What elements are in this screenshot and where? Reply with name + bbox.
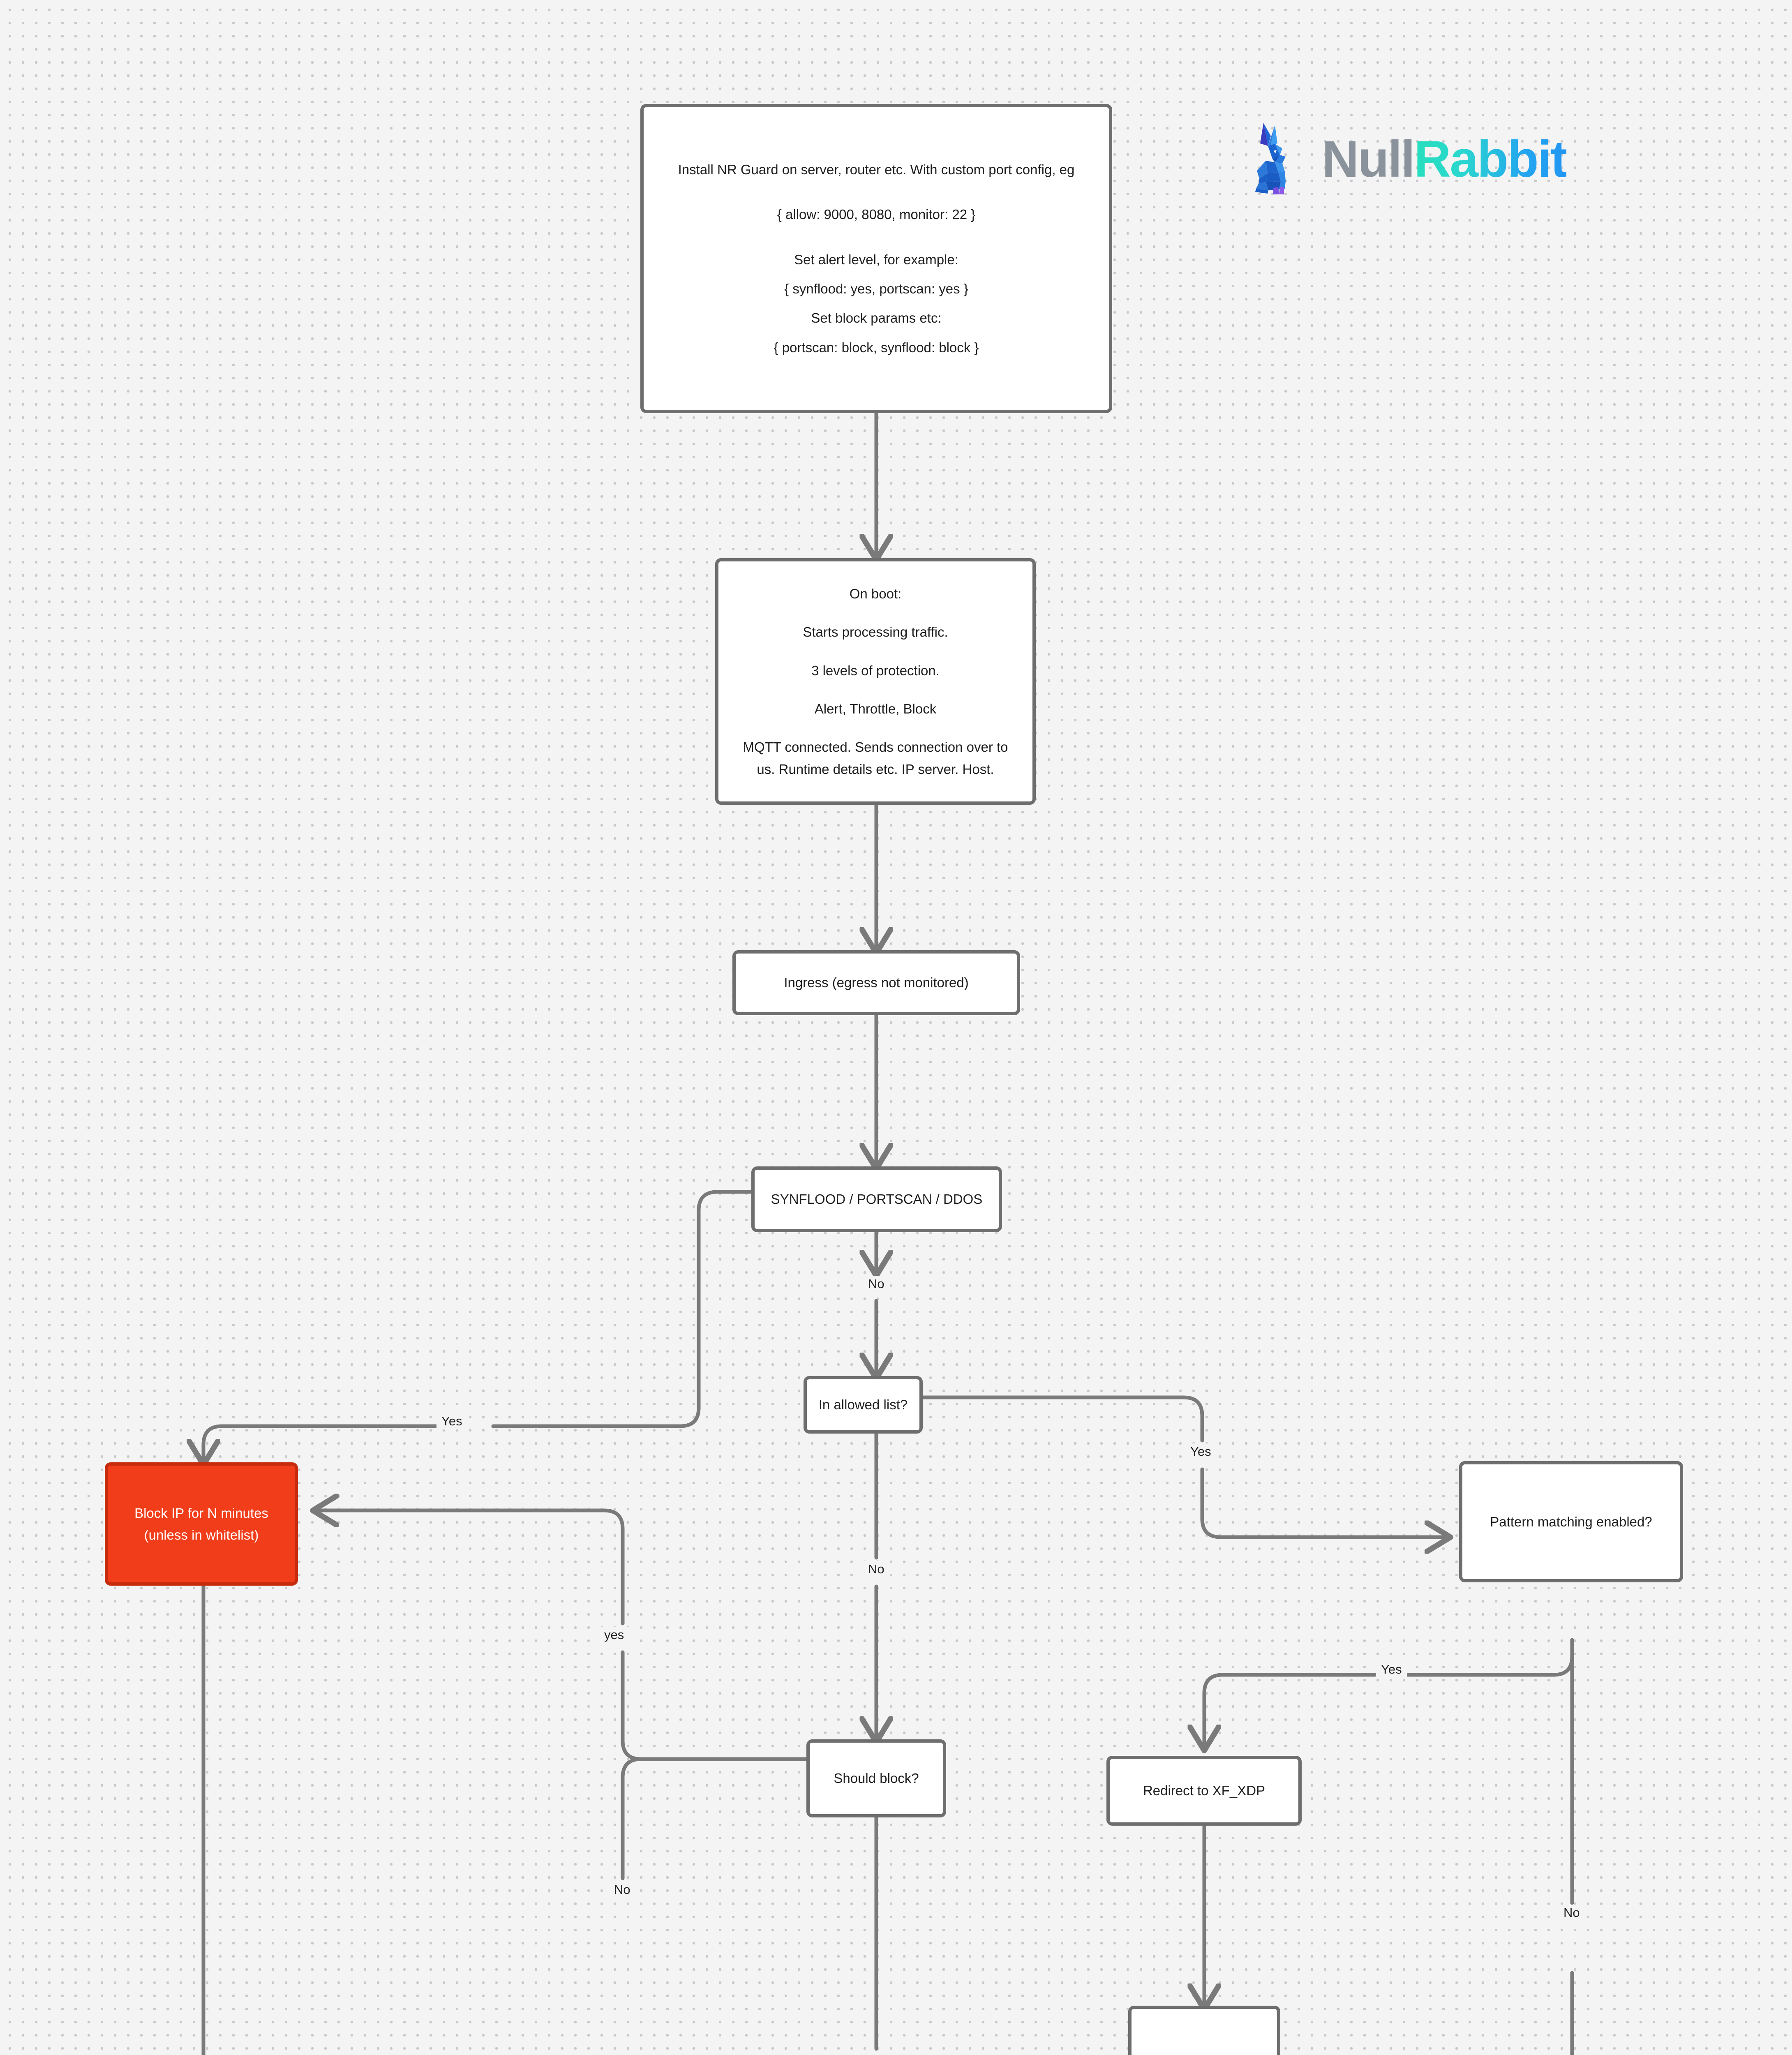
- edge-sb-blockip-a: [621, 1650, 810, 1761]
- node-pattern-matching[interactable]: Pattern matching enabled?: [1459, 1461, 1683, 1582]
- node-in-allowed-list[interactable]: In allowed list?: [804, 1376, 923, 1434]
- edge-sb-notify-ghost: [557, 1907, 641, 2055]
- edge-detect-yes-seg1: [491, 1190, 752, 1428]
- spacer: [654, 329, 1099, 337]
- node-install[interactable]: Install NR Guard on server, router etc. …: [640, 104, 1112, 413]
- node-on-boot-line-2: 3 levels of protection.: [811, 663, 940, 678]
- edge-label-detect-yes: Yes: [436, 1413, 467, 1429]
- node-ingress-label: Ingress (egress not monitored): [784, 975, 969, 991]
- node-on-boot-line-0: On boot:: [849, 586, 902, 601]
- node-should-block-label: Should block?: [834, 1771, 919, 1786]
- node-ingress[interactable]: Ingress (egress not monitored): [732, 950, 1020, 1015]
- node-install-line-0: Install NR Guard on server, router etc. …: [678, 162, 1075, 177]
- node-on-boot[interactable]: On boot: Starts processing traffic. 3 le…: [715, 558, 1036, 805]
- edge-sb-notify-a: [621, 1757, 810, 1880]
- node-should-block[interactable]: Should block?: [806, 1739, 946, 1817]
- node-install-line-1: { allow: 9000, 8080, monitor: 22 }: [777, 207, 976, 222]
- edge-pattern-redirect-a: [1402, 1638, 1574, 1677]
- node-on-boot-line-4: MQTT connected. Sends connection over to…: [743, 739, 1008, 777]
- spacer: [654, 300, 1099, 307]
- brand-name-part1: Null: [1322, 131, 1415, 188]
- edge-detect-blockip: [203, 1424, 466, 1461]
- edge-sb-blockip: [316, 1510, 625, 1626]
- node-pass[interactable]: Pass?: [1128, 2006, 1280, 2055]
- node-on-boot-line-3: Alert, Throttle, Block: [814, 701, 937, 716]
- spacer: [728, 681, 1023, 698]
- edge-label-detect-no: No: [863, 1276, 889, 1292]
- edge-label-pattern-no: No: [1559, 1905, 1585, 1921]
- node-detect-label: SYNFLOOD / PORTSCAN / DDOS: [771, 1191, 983, 1207]
- spacer: [728, 605, 1023, 621]
- spacer: [728, 643, 1023, 660]
- edge-label-pattern-yes: Yes: [1376, 1661, 1407, 1678]
- spacer: [654, 226, 1099, 249]
- edge-label-shouldblock-no-left: No: [609, 1882, 635, 1898]
- edge-pattern-continue: [1570, 1971, 1574, 2055]
- edge-pattern-redirect: [1204, 1673, 1377, 1747]
- rabbit-logo-icon: [1255, 123, 1286, 194]
- node-redirect-xf-xdp-label: Redirect to XF_XDP: [1143, 1783, 1265, 1799]
- edge-label-shouldblock-no-down: No: [863, 2052, 889, 2055]
- node-block-ip[interactable]: Block IP for N minutes (unless in whitel…: [105, 1462, 298, 1586]
- edge-allowed-pattern: [1200, 1467, 1447, 1537]
- node-pattern-matching-label: Pattern matching enabled?: [1490, 1514, 1652, 1529]
- node-install-line-2: Set alert level, for example:: [794, 252, 958, 267]
- node-install-line-4: Set block params etc:: [811, 310, 942, 326]
- brand-logo: NullRabbit: [1249, 121, 1599, 197]
- node-block-ip-line-0: Block IP for N minutes: [134, 1505, 268, 1521]
- edge-label-allowed-yes: Yes: [1185, 1443, 1216, 1460]
- brand-wordmark: NullRabbit: [1322, 131, 1568, 188]
- node-in-allowed-list-label: In allowed list?: [818, 1397, 908, 1413]
- edge-blockip-notify: [201, 1582, 206, 2055]
- spacer: [654, 180, 1099, 203]
- edge-label-allowed-no: No: [863, 1561, 889, 1577]
- node-install-line-3: { synflood: yes, portscan: yes }: [784, 281, 968, 296]
- node-on-boot-line-1: Starts processing traffic.: [803, 624, 948, 640]
- node-detect[interactable]: SYNFLOOD / PORTSCAN / DDOS: [751, 1166, 1002, 1232]
- edge-allowed-pattern-a: [919, 1395, 1204, 1443]
- brand-name-part2: Rabbit: [1414, 131, 1568, 188]
- spacer: [728, 720, 1023, 736]
- edge-label-shouldblock-yes: yes: [599, 1627, 629, 1643]
- spacer: [654, 270, 1099, 278]
- node-redirect-xf-xdp[interactable]: Redirect to XF_XDP: [1106, 1756, 1302, 1826]
- node-install-line-5: { portscan: block, synflood: block }: [774, 339, 979, 355]
- node-block-ip-line-1: (unless in whitelist): [144, 1527, 259, 1542]
